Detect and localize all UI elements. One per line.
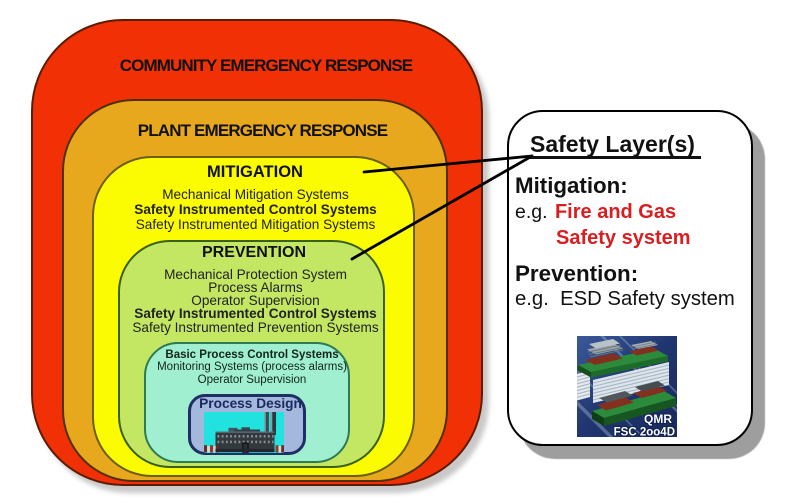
svg-text:QMR: QMR: [644, 412, 672, 426]
svg-text:FSC 2oo4D: FSC 2oo4D: [614, 427, 675, 438]
